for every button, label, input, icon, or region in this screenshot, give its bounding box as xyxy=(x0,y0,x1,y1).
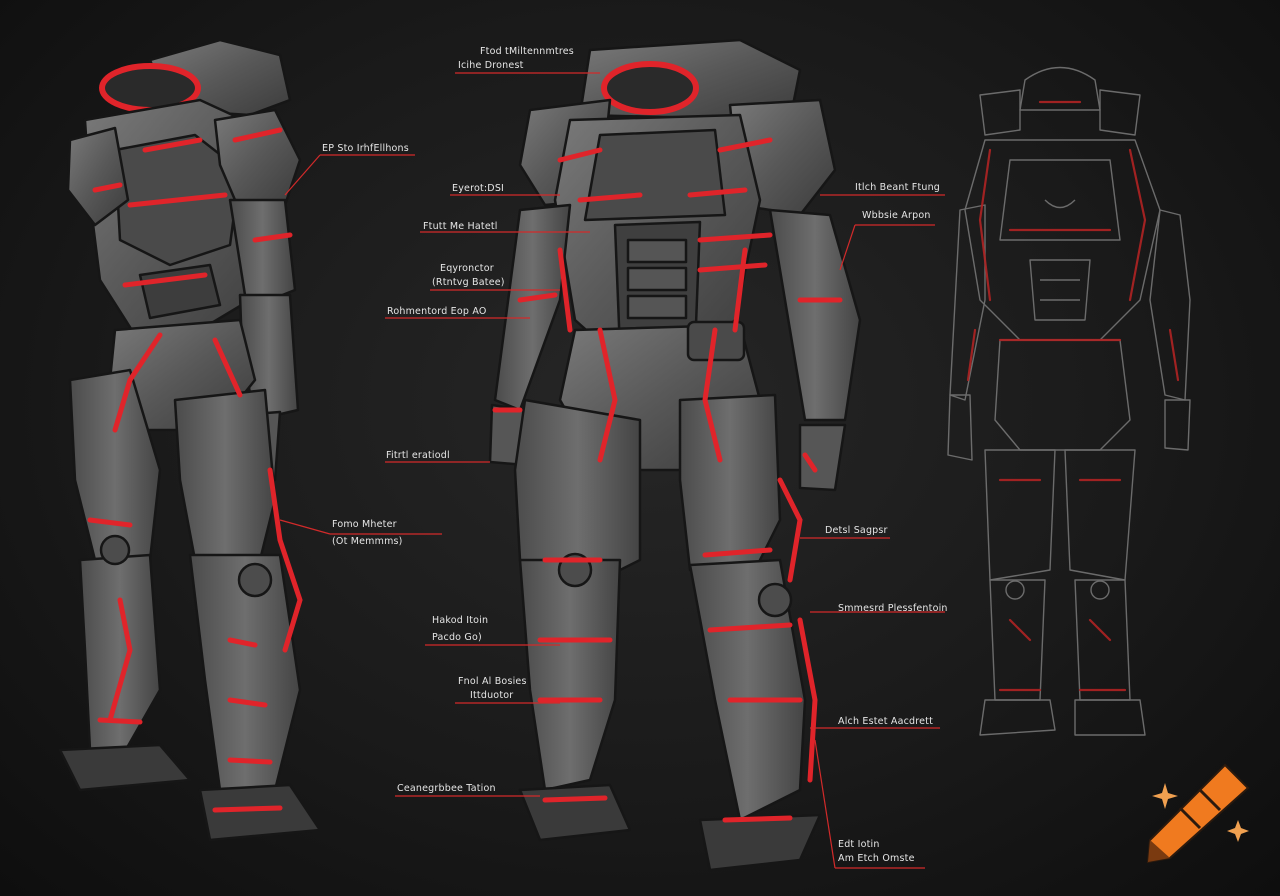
crayon-logo-icon xyxy=(1146,763,1250,864)
annotation-text: Ftutt Me Hatetl xyxy=(423,221,498,232)
annotation-a8: Fomo Mheter (Ot Memmms) xyxy=(332,519,403,547)
annotation-a17: Edt Iotin Am Etch Omste xyxy=(838,839,915,864)
annotation-a16: Alch Estet Aacdrett xyxy=(838,716,933,727)
annotation-a3: Eyerot:DSI xyxy=(452,183,504,194)
annotation-text: Edt Iotin xyxy=(838,839,880,850)
annotation-text: EP Sto IrhfEllhons xyxy=(322,143,409,154)
annotation-text: Am Etch Omste xyxy=(838,853,915,864)
annotation-a9: Hakod Itoin Pacdo Go) xyxy=(432,615,488,643)
suit-back-view-wireframe xyxy=(947,66,1191,736)
annotation-a13: Wbbsie Arpon xyxy=(862,210,931,221)
annotation-a4: Ftutt Me Hatetl xyxy=(423,221,498,232)
annotation-text: Itlch Beant Ftung xyxy=(855,182,941,193)
annotation-text: Ittduotor xyxy=(470,690,514,701)
suit-three-quarter-accents xyxy=(87,127,303,813)
suit-front-accents xyxy=(492,137,843,823)
annotation-text: (Rtntvg Batee) xyxy=(432,277,505,288)
annotation-a15: Smmesrd Plessfentoin xyxy=(838,603,948,614)
annotation-text: Pacdo Go) xyxy=(432,632,482,643)
annotation-a7: Fitrtl eratiodl xyxy=(386,450,450,461)
annotation-text: Wbbsie Arpon xyxy=(862,210,931,221)
annotation-text: Hakod Itoin xyxy=(432,615,489,626)
annotation-text: Ceanegrbbee Tation xyxy=(397,783,496,794)
annotation-text: Fnol Al Bosies xyxy=(458,676,527,687)
annotation-a1: Ftod tMiltennmtres Icihe Dronest xyxy=(458,46,574,71)
annotation-a2: EP Sto IrhfEllhons xyxy=(322,143,409,154)
annotation-text: Eyerot:DSI xyxy=(452,183,505,194)
annotation-text: Smmesrd Plessfentoin xyxy=(838,603,948,614)
annotation-a5: Eqyronctor (Rtntvg Batee) xyxy=(432,263,505,288)
annotation-a11: Ceanegrbbee Tation xyxy=(397,783,496,794)
annotation-text: Alch Estet Aacdrett xyxy=(838,716,934,727)
annotation-a6: Rohmentord Eop AO xyxy=(387,306,487,317)
annotation-text: (Ot Memmms) xyxy=(332,536,403,547)
annotation-a14: Detsl Sagpsr xyxy=(825,525,888,536)
annotation-text: Ftod tMiltennmtres xyxy=(480,46,574,57)
annotation-text: Rohmentord Eop AO xyxy=(387,306,487,317)
annotation-leader-lines xyxy=(279,72,945,869)
suit-three-quarter-view xyxy=(58,38,322,842)
annotation-a12: Itlch Beant Ftung xyxy=(855,182,940,193)
annotation-text: Fitrtl eratiodl xyxy=(386,450,450,461)
suit-back-view-accents xyxy=(966,100,1180,692)
annotation-a10: Fnol Al Bosies Ittduotor xyxy=(458,676,527,701)
annotation-text: Fomo Mheter xyxy=(332,519,397,530)
annotation-text: Detsl Sagpsr xyxy=(825,525,888,536)
annotation-text: Eqyronctor xyxy=(440,263,494,274)
annotation-text: Icihe Dronest xyxy=(458,60,524,71)
